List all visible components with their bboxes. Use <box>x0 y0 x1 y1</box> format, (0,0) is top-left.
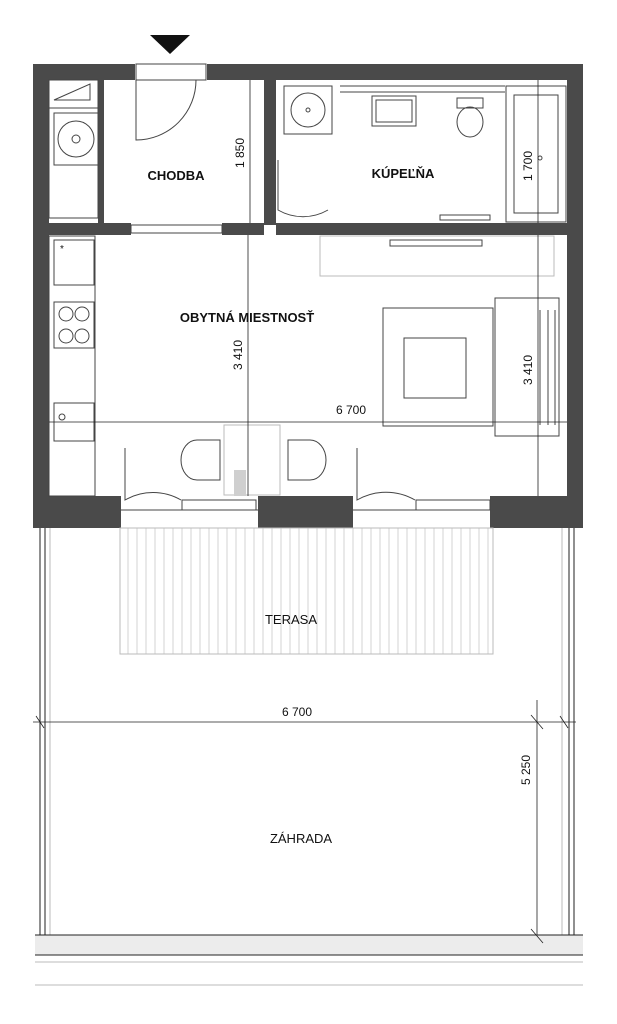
dim-garden-depth: 5 250 <box>519 755 533 785</box>
dim-living-width: 6 700 <box>336 403 366 417</box>
dim-living-depth-left: 3 410 <box>231 340 245 370</box>
dimension-lines <box>33 80 576 944</box>
terrace-decking <box>127 528 489 654</box>
svg-text:*: * <box>60 244 64 255</box>
dim-chodba-depth: 1 850 <box>233 138 247 168</box>
chodba-fixtures <box>48 63 223 234</box>
dim-living-depth-right: 3 410 <box>521 355 535 385</box>
room-label-zahrada: ZÁHRADA <box>270 831 332 846</box>
room-label-kupelna: KÚPEĽŇA <box>372 166 435 181</box>
garden-outline <box>35 528 583 986</box>
dim-kupelna-depth: 1 700 <box>521 151 535 181</box>
room-label-terasa: TERASA <box>265 612 317 627</box>
living-fixtures: * <box>48 235 560 511</box>
dim-garden-width: 6 700 <box>282 705 312 719</box>
room-label-chodba: CHODBA <box>147 168 205 183</box>
kupelna-fixtures <box>277 85 567 223</box>
room-label-obytna: OBYTNÁ MIESTNOSŤ <box>180 310 314 325</box>
entrance-arrow-icon <box>150 35 190 54</box>
walls <box>33 64 583 528</box>
